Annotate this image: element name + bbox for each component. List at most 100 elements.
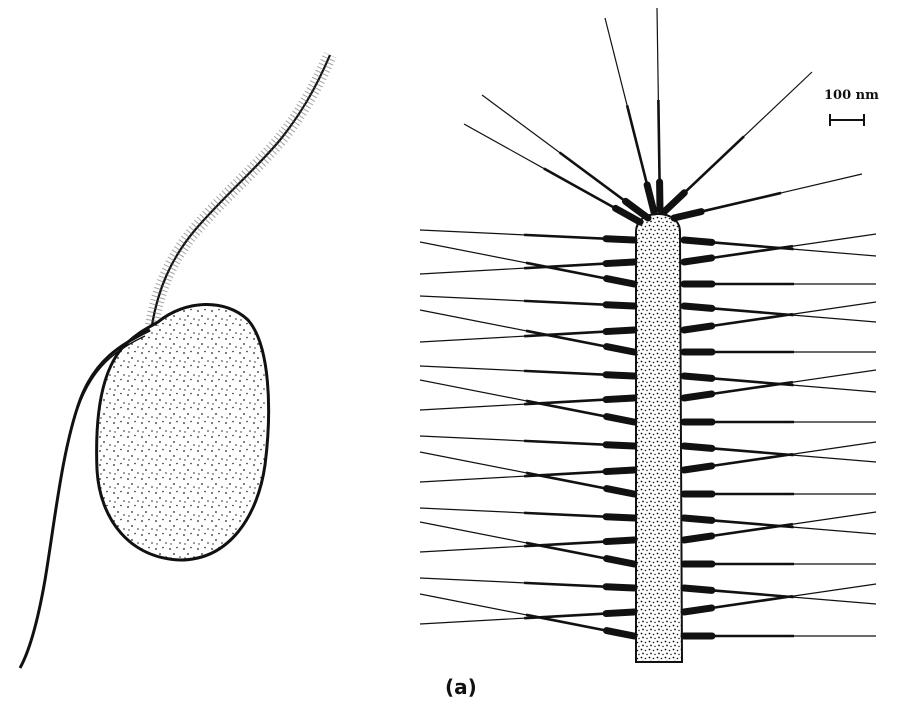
- mastigoneme-hair: [684, 518, 712, 520]
- mastigoneme-hair: [699, 193, 781, 212]
- mastigoneme-hair: [420, 508, 529, 513]
- mastigoneme-hair: [420, 230, 529, 235]
- mastigoneme-hair: [606, 375, 634, 376]
- mastigoneme-hair: [710, 308, 794, 315]
- mastigoneme-hair: [464, 124, 548, 171]
- mastigoneme-hair: [607, 417, 634, 422]
- mastigoneme-hair: [647, 185, 654, 212]
- mastigoneme-hair: [664, 193, 684, 212]
- mastigoneme-hair: [710, 314, 793, 326]
- mastigoneme-hair: [606, 305, 634, 306]
- cell-body: [97, 304, 269, 560]
- scale-bar: 100 nm: [824, 88, 879, 126]
- mastigoneme-hair: [789, 385, 876, 392]
- mastigoneme-hair: [683, 136, 744, 194]
- mastigoneme-hair: [674, 212, 701, 218]
- mastigoneme-hair: [420, 336, 529, 342]
- mastigoneme-hair: [607, 489, 634, 494]
- mastigoneme-hair: [788, 584, 876, 597]
- mastigoneme-hair: [524, 371, 608, 375]
- mastigoneme-hair: [420, 436, 529, 441]
- mastigoneme-hair: [789, 527, 876, 534]
- mastigoneme-drawing: [420, 8, 876, 662]
- mastigoneme-hair: [606, 445, 634, 446]
- mastigoneme-hair: [607, 347, 634, 352]
- mastigoneme-hair: [776, 174, 862, 194]
- mastigoneme-hair: [710, 382, 793, 394]
- mastigoneme-hair: [710, 596, 793, 608]
- mastigoneme-hair: [420, 522, 531, 544]
- mastigoneme-hair: [684, 258, 712, 262]
- mastigoneme-hair: [684, 376, 712, 378]
- mastigoneme-hair: [420, 578, 529, 583]
- mastigoneme-hair: [482, 95, 564, 155]
- cell-drawing: [20, 55, 330, 668]
- mastigoneme-hair: [420, 268, 529, 274]
- mastigoneme-hair: [684, 466, 712, 470]
- mastigoneme-hair: [684, 446, 712, 448]
- mastigoneme-hair: [524, 583, 608, 587]
- mastigoneme-hair: [524, 301, 608, 305]
- mastigoneme-hair: [524, 513, 608, 517]
- mastigoneme-hair: [606, 517, 634, 518]
- mastigoneme-hair: [789, 597, 876, 604]
- mastigoneme-hair: [788, 512, 876, 525]
- scale-bar-label: 100 nm: [824, 88, 879, 103]
- mastigoneme-hair: [420, 366, 529, 371]
- mastigoneme-hair: [684, 608, 712, 612]
- mastigoneme-hair: [710, 590, 794, 597]
- mastigoneme-hair: [606, 398, 634, 400]
- mastigoneme-hair: [789, 249, 876, 256]
- mastigoneme-hair: [524, 441, 608, 445]
- mastigoneme-hair: [420, 546, 529, 552]
- mastigoneme-hair: [627, 105, 648, 186]
- mastigoneme-hair: [788, 442, 876, 455]
- mastigoneme-hair: [788, 302, 876, 315]
- mastigoneme-hair: [657, 8, 658, 105]
- mastigoneme-hair: [606, 262, 634, 264]
- mastigoneme-hair: [740, 72, 812, 140]
- mastigoneme-hair: [658, 100, 659, 184]
- mastigoneme-hair: [606, 330, 634, 332]
- mastigoneme-hair: [526, 543, 608, 559]
- mastigoneme-hair: [684, 394, 712, 398]
- mastigoneme-hair: [420, 404, 529, 410]
- mastigoneme-hair: [420, 310, 531, 332]
- mastigoneme-hair: [420, 242, 531, 264]
- mastigoneme-hair: [789, 315, 876, 322]
- flagellar-axis: [636, 214, 682, 662]
- mastigoneme-hair: [420, 618, 529, 624]
- mastigoneme-hair: [606, 587, 634, 588]
- hairy-flagellum: [152, 55, 330, 325]
- mastigoneme-hair: [524, 235, 608, 239]
- mastigoneme-hair: [607, 279, 634, 284]
- mastigoneme-hair: [526, 401, 608, 417]
- mastigoneme-hair: [684, 326, 712, 330]
- mastigoneme-hair: [420, 476, 529, 482]
- mastigoneme-hair: [420, 380, 531, 402]
- mastigoneme-hair: [788, 234, 876, 247]
- mastigoneme-hair: [789, 455, 876, 462]
- mastigoneme-hair: [606, 540, 634, 542]
- mastigoneme-hair: [684, 240, 712, 242]
- mastigoneme-hair: [607, 631, 634, 636]
- mastigoneme-hair: [606, 470, 634, 472]
- mastigoneme-hair: [544, 168, 617, 209]
- mastigoneme-hair: [710, 448, 794, 455]
- mastigoneme-hair: [605, 18, 628, 110]
- mastigoneme-hair: [526, 615, 608, 631]
- panel-label: (a): [445, 675, 477, 699]
- mastigoneme-hair: [684, 588, 712, 590]
- mastigoneme-hair: [420, 452, 531, 474]
- mastigoneme-hair: [606, 239, 634, 240]
- mastigoneme-hair: [607, 559, 634, 564]
- mastigoneme-hair: [526, 473, 608, 489]
- mastigoneme-hair: [684, 536, 712, 540]
- mastigoneme-hair: [710, 524, 793, 536]
- mastigoneme-hair: [788, 370, 876, 383]
- mastigoneme-hair: [710, 454, 793, 466]
- mastigoneme-hair: [420, 296, 529, 301]
- mastigoneme-hair: [420, 594, 531, 616]
- mastigoneme-hair: [684, 306, 712, 308]
